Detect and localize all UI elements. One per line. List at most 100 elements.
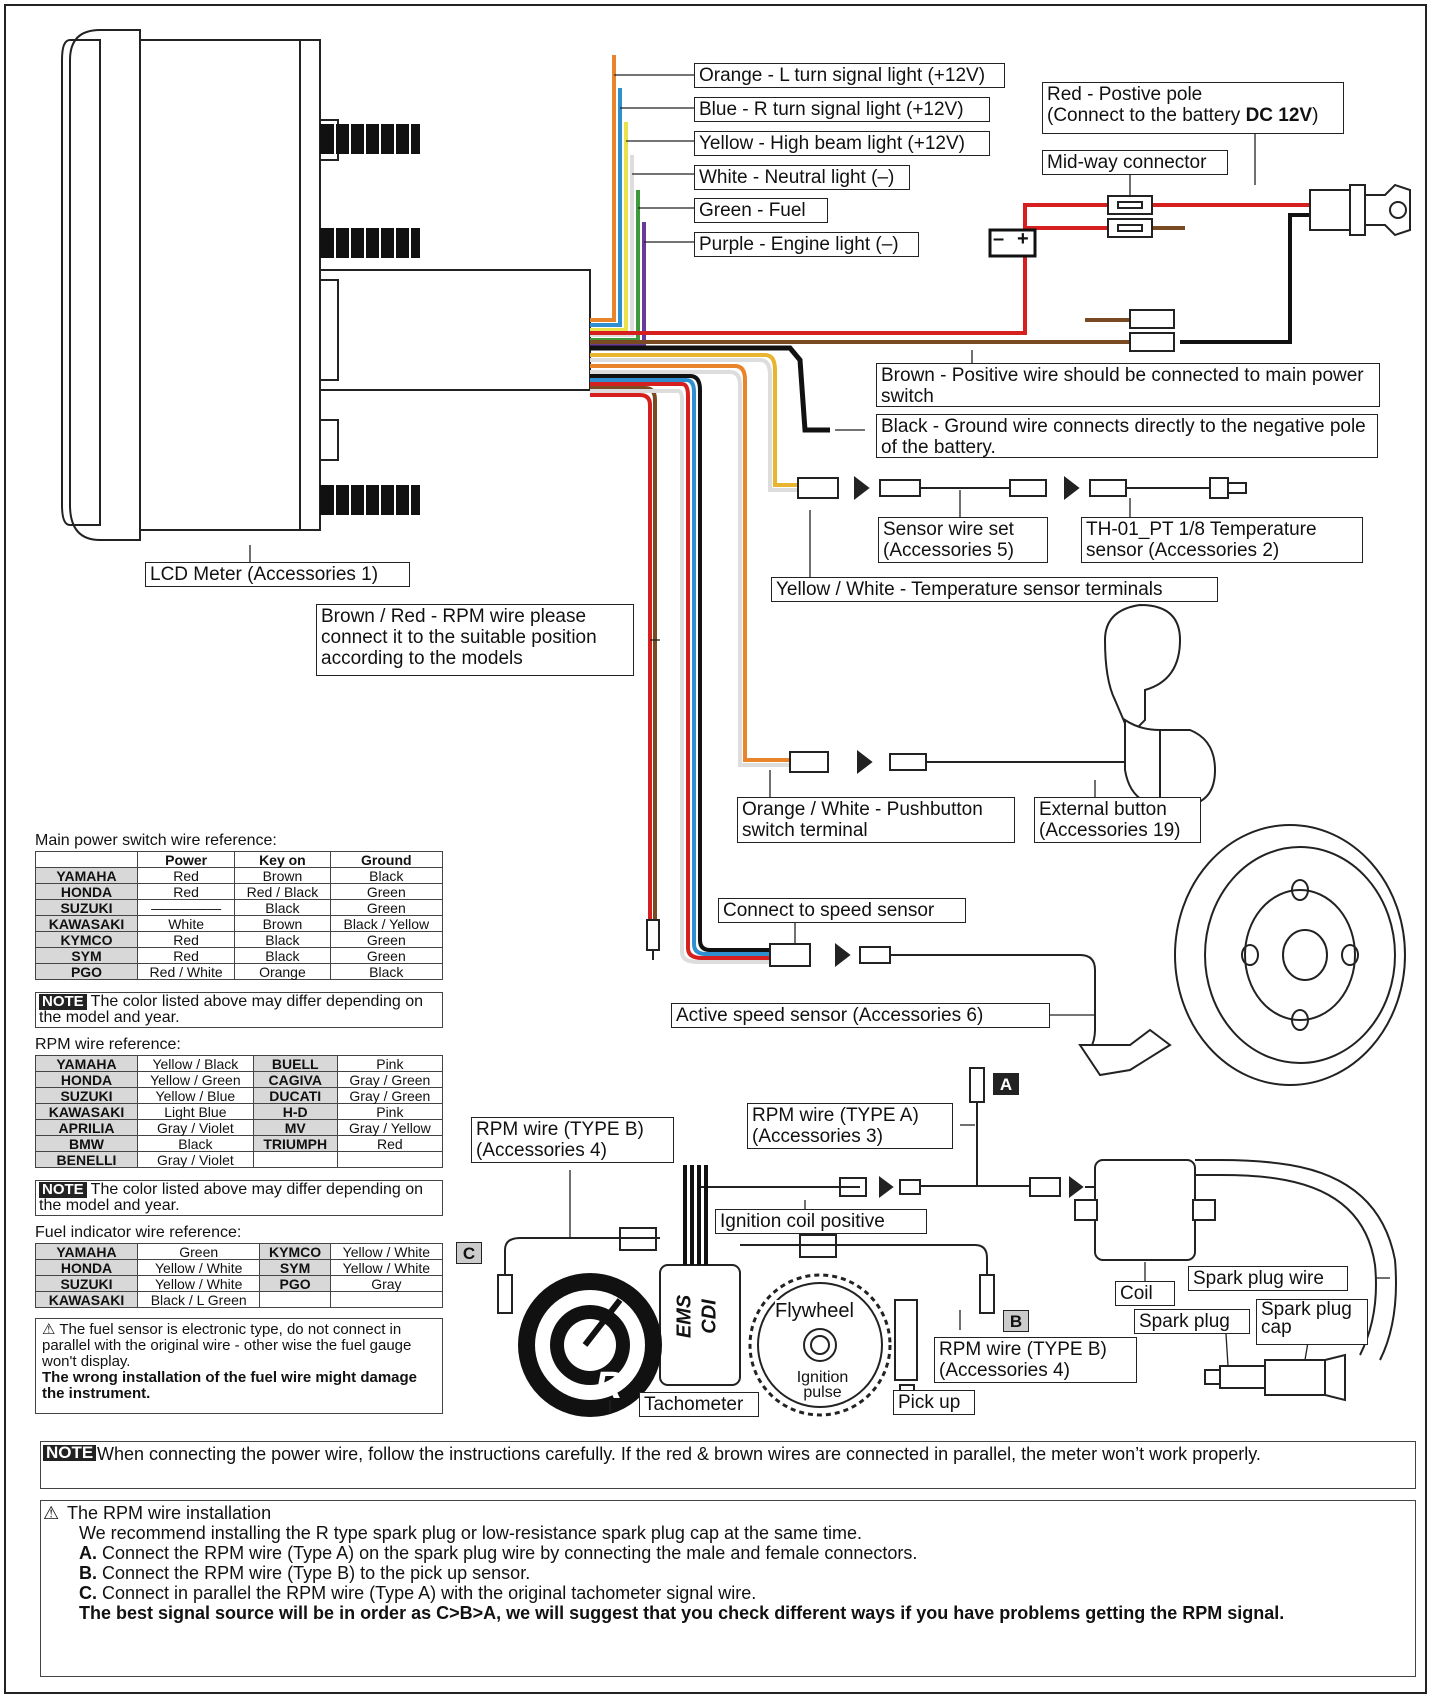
red-power-line2-prefix: (Connect to the battery [1047,105,1246,126]
fuel-table-title: Fuel indicator wire reference: [35,1224,242,1241]
table-cell: PGO [259,1275,331,1292]
external-button-icon [1103,603,1217,806]
fuel-warning-box: ⚠ The fuel sensor is electronic type, do… [35,1318,443,1414]
red-power-line2-suffix: ) [1312,105,1319,126]
table-cell: KAWASAKI [35,915,138,932]
table-cell: Green [329,931,444,948]
table-cell: YAMAHA [35,1055,138,1072]
table-cell: HONDA [35,883,138,900]
table-cell: Yellow / White [136,1275,261,1292]
table-cell: YAMAHA [35,867,138,884]
rpm-install-intro: We recommend installing the R type spark… [79,1523,863,1543]
table-cell: Light Blue [137,1103,254,1120]
table-cell: SYM [259,1259,331,1276]
table-cell: Brown [234,867,331,884]
table-cell: KYMCO [259,1243,331,1260]
rpm-table-title: RPM wire reference: [35,1036,181,1053]
table-cell: KYMCO [35,931,138,948]
label-black-wire: Black - Ground wire connects directly to… [876,414,1378,458]
table-cell: Orange [234,963,331,980]
ignition-key-icon [1309,183,1411,237]
note-badge: NOTE [39,994,87,1010]
table-cell: BENELLI [35,1151,138,1168]
lcd-meter-icon [61,29,591,541]
table-cell: Green [136,1243,261,1260]
table-cell: SYM [35,947,138,964]
table-cell: Gray / Green [336,1071,444,1088]
label-midway-connector: Mid-way connector [1042,150,1228,175]
table-cell: YAMAHA [35,1243,138,1260]
table-cell: DUCATI [252,1087,338,1104]
label-spark-plug-cap: Spark plug cap [1256,1299,1368,1345]
label-tachometer: Tachometer [639,1392,759,1417]
label-ems: EMS [673,1294,696,1339]
table-cell: Black [137,1135,254,1152]
temp-wires [590,353,798,492]
table-cell: Yellow / White [329,1259,444,1276]
table-header-cell [35,851,138,868]
midway-connector-icon [1107,195,1175,352]
table-cell: Red [136,947,236,964]
label-lcd-meter: LCD Meter (Accessories 1) [145,562,410,587]
rpm-install-a-text: Connect the RPM wire (Type A) on the spa… [97,1543,918,1563]
table-cell: Black / L Green [136,1291,261,1308]
table-cell: BUELL [252,1055,338,1072]
pushbutton-wires [590,364,790,767]
rpm-install-a-key: A. [79,1543,97,1563]
table-cell: Red / White [136,963,236,980]
label-rpm-type-b-left: RPM wire (TYPE B) (Accessories 4) [471,1117,674,1163]
table-cell: Yellow / Black [137,1055,254,1072]
label-ignition-pulse: Ignition pulse [796,1369,849,1401]
label-spark-plug-wire: Spark plug wire [1188,1266,1348,1291]
table-cell: Black / Yellow [329,915,444,932]
table-cell: Brown [234,915,331,932]
table-cell: Black [234,931,331,948]
table-cell: SUZUKI [35,899,138,916]
table-cell: Green [329,899,444,916]
red-power-voltage: DC 12V [1245,105,1313,126]
table-cell: HONDA [35,1259,138,1276]
table-cell: Black [234,947,331,964]
label-connect-speed: Connect to speed sensor [718,898,966,923]
table-cell: Red [136,867,236,884]
label-purple-wire: Purple - Engine light (–) [694,232,919,257]
table-cell: Red [136,931,236,948]
warning-icon: ⚠ [42,1321,56,1338]
fuel-warning-text: The fuel sensor is electronic type, do n… [42,1321,412,1370]
table-cell: HONDA [35,1071,138,1088]
svg-text:R: R [595,1365,623,1407]
tag-b: B [1003,1310,1029,1332]
table-cell: TRIUMPH [252,1135,338,1152]
spark-plug-icon [1204,1353,1346,1402]
label-pushbutton: Orange / White - Pushbutton switch termi… [737,797,1015,843]
label-ignition-coil: Ignition coil positive [715,1209,927,1234]
table-cell: Red / Black [234,883,331,900]
label-blue-wire: Blue - R turn signal light (+12V) [694,97,990,122]
label-active-speed: Active speed sensor (Accessories 6) [671,1003,1050,1028]
brake-disc-icon [1174,824,1406,1086]
table-header-row: Power Key on Ground [35,851,444,868]
battery-plus-label: + [1017,228,1029,250]
label-pickup: Pick up [893,1390,975,1415]
label-flywheel: Flywheel [775,1300,854,1323]
label-external-button: External button (Accessories 19) [1034,797,1201,843]
table-cell: Gray [329,1275,444,1292]
speed-wires [590,374,770,964]
table-cell: White [136,915,236,932]
note-badge: NOTE [39,1182,87,1198]
label-sensor-wire-set: Sensor wire set (Accessories 5) [878,517,1048,563]
pushbutton-connectors [789,749,1125,775]
